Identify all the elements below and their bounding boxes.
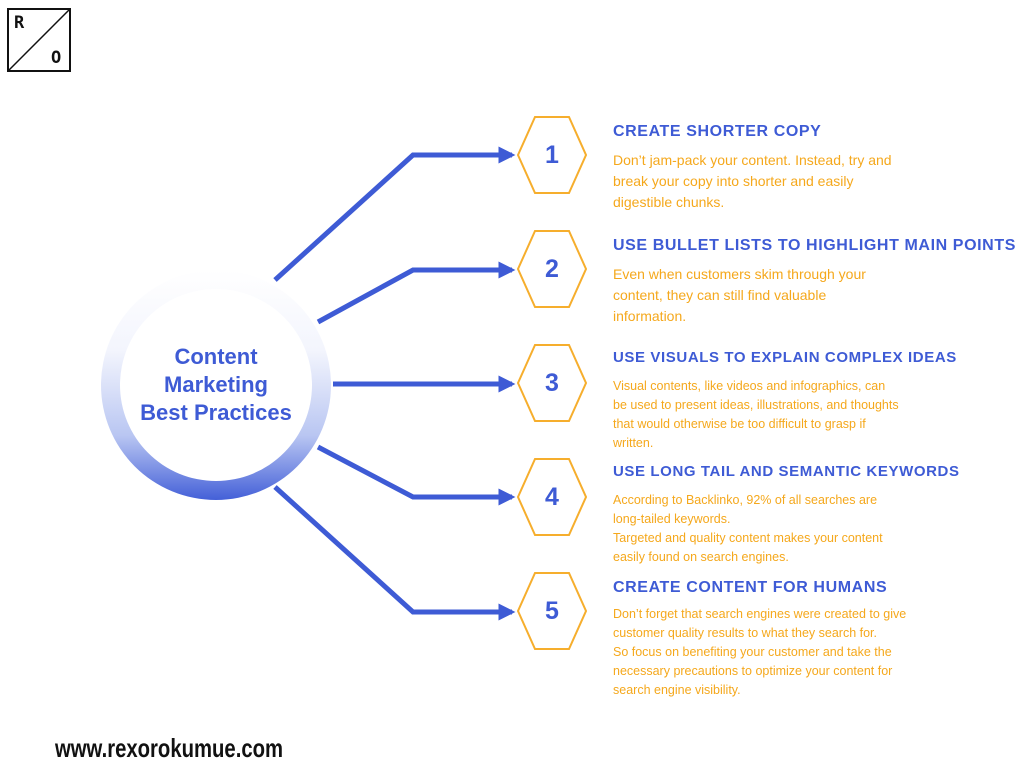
connector-arrow-5 (273, 485, 516, 621)
item-title-2: USE BULLET LISTS TO HIGHLIGHT MAIN POINT… (613, 237, 1016, 254)
hub-title: Content Marketing Best Practices (140, 344, 292, 425)
hexagon-1: 1 (517, 115, 587, 195)
hexagon-number: 1 (545, 140, 559, 169)
item-title-5: CREATE CONTENT FOR HUMANS (613, 579, 888, 596)
logo-letter-bottom: O (51, 48, 62, 68)
hexagon-5: 5 (517, 571, 587, 651)
hub-inner: Content Marketing Best Practices (120, 289, 312, 481)
hexagon-2: 2 (517, 229, 587, 309)
connector-arrow-2 (316, 261, 516, 325)
hexagon-4: 4 (517, 457, 587, 537)
hub-circle: Content Marketing Best Practices (101, 270, 331, 500)
logo-diagonal-icon (9, 10, 69, 70)
hexagon-number: 4 (545, 482, 559, 511)
item-description-3: Visual contents, like videos and infogra… (613, 379, 899, 450)
item-description-2: Even when customers skim through your co… (613, 266, 866, 324)
footer-url: www.rexorokumue.com (55, 733, 284, 763)
hexagon-number: 2 (545, 254, 559, 283)
connector-arrow-4 (316, 444, 516, 506)
item-title-3: USE VISUALS TO EXPLAIN COMPLEX IDEAS (613, 349, 957, 366)
item-description-4: According to Backlinko, 92% of all searc… (613, 493, 883, 564)
hexagon-icon (517, 344, 587, 422)
logo: R O (7, 8, 71, 72)
item-description-1: Don’t jam-pack your content. Instead, tr… (613, 152, 892, 210)
hexagon-number: 5 (545, 596, 559, 625)
hexagon-icon (517, 572, 587, 650)
hexagon-icon (517, 116, 587, 194)
connector-arrow-1 (273, 146, 516, 282)
hexagon-number: 3 (545, 368, 559, 397)
item-title-1: CREATE SHORTER COPY (613, 123, 822, 140)
item-title-4: USE LONG TAIL AND SEMANTIC KEYWORDS (613, 463, 960, 480)
item-description-5: Don’t forget that search engines were cr… (613, 607, 907, 697)
logo-letter-top: R (14, 13, 25, 33)
hexagon-icon (517, 458, 587, 536)
hexagon-3: 3 (517, 343, 587, 423)
hexagon-icon (517, 230, 587, 308)
